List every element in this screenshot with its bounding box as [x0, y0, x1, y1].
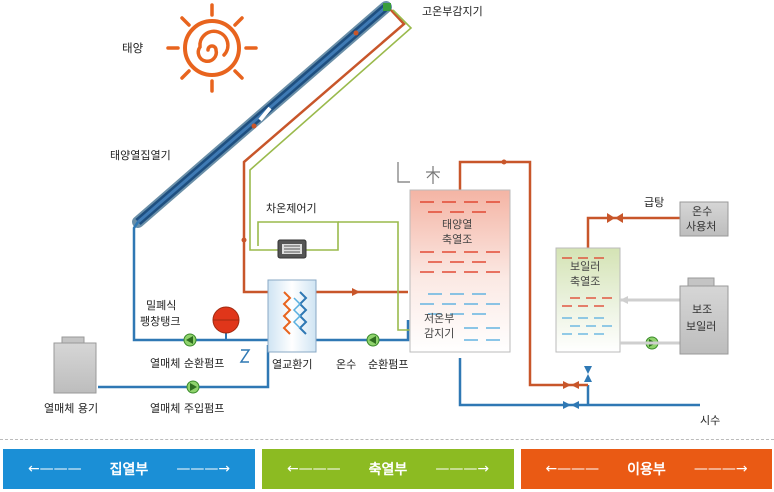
section-storage-bar: ←——— 축열부 ———→ — [262, 449, 514, 489]
boiler-tank-label-1: 보일러 — [570, 259, 600, 273]
right-arrow-icon: ———→ — [693, 461, 748, 477]
section-collection-label: 집열부 — [109, 462, 149, 478]
section-storage-label: 축열부 — [368, 462, 408, 478]
fluid-circulation-pump-icon — [183, 333, 197, 347]
fluid-pump-label: 열매체 순환펌프 — [150, 357, 224, 370]
cold-loop-pipe — [98, 221, 700, 407]
solar-system-diagram: 태양 태양열집열기 고온부감지기 차온제어기 밀폐식 팽창탱크 열매체 순환펌프… — [44, 1, 729, 427]
expansion-tank-label-2: 팽창탱크 — [140, 315, 180, 328]
sun-icon — [166, 3, 258, 93]
fluid-container-label: 열매체 용기 — [44, 402, 98, 415]
fluid-container-icon — [53, 336, 97, 394]
collector-label: 태양열집열기 — [110, 149, 171, 162]
valve-icon — [563, 213, 623, 409]
right-arrow-icon: ———→ — [435, 461, 490, 477]
aux-boiler-pipes — [620, 298, 680, 345]
hot-use-label-2: 사용처 — [686, 220, 716, 233]
left-arrow-icon: ←——— — [27, 461, 82, 477]
diff-controller-label: 차온제어기 — [266, 202, 317, 215]
control-wires — [249, 9, 415, 331]
left-arrow-icon: ←——— — [286, 461, 341, 477]
solar-tank-label-1: 태양열 — [442, 218, 472, 231]
section-usage-label: 이용부 — [627, 462, 666, 478]
divider-line — [0, 439, 774, 440]
boiler-tank-label-2: 축열조 — [570, 275, 600, 288]
heat-exchanger — [267, 279, 317, 353]
solar-tank-label-2: 축열조 — [442, 233, 472, 246]
diff-controller-icon — [277, 239, 307, 259]
hot-supply-label: 급탕 — [644, 196, 664, 209]
aux-boiler-label-2: 보일러 — [686, 319, 716, 333]
fluid-fill-pump-icon — [186, 380, 200, 394]
sun-label: 태양 — [122, 41, 144, 55]
high-temp-sensor-icon — [383, 3, 391, 11]
low-sensor-label-2: 감지기 — [424, 327, 454, 340]
right-arrow-icon: ———→ — [176, 461, 231, 477]
solar-storage-tank — [409, 189, 511, 353]
city-water-label: 시수 — [700, 414, 720, 427]
left-arrow-icon: ←——— — [545, 461, 600, 477]
boiler-storage-tank — [555, 247, 621, 353]
aux-boiler-label-1: 보조 — [692, 303, 712, 316]
expansion-tank-icon — [212, 306, 240, 340]
hot-water-use-box — [679, 201, 729, 237]
circ-pump-label: 순환펌프 — [368, 358, 408, 371]
hot-use-label-1: 온수 — [692, 205, 712, 218]
aux-boiler-box — [679, 277, 729, 355]
hot-water-label: 온수 — [336, 358, 356, 371]
check-valve-icon — [239, 349, 251, 363]
section-collection-bar: ←——— 집열부 ———→ — [3, 449, 255, 489]
circulation-pump-icon — [366, 333, 380, 347]
high-temp-sensor-label: 고온부감지기 — [422, 5, 483, 18]
vent-valve-icon — [397, 162, 440, 184]
expansion-tank-label-1: 밀폐식 — [146, 299, 176, 312]
section-usage-bar: ←——— 이용부 ———→ — [521, 449, 772, 489]
low-sensor-label-1: 저온부 — [424, 312, 454, 325]
fill-pump-label: 열매체 주입펌프 — [150, 402, 224, 415]
heat-exchanger-label: 열교환기 — [272, 358, 312, 371]
solar-collector — [132, 1, 392, 228]
